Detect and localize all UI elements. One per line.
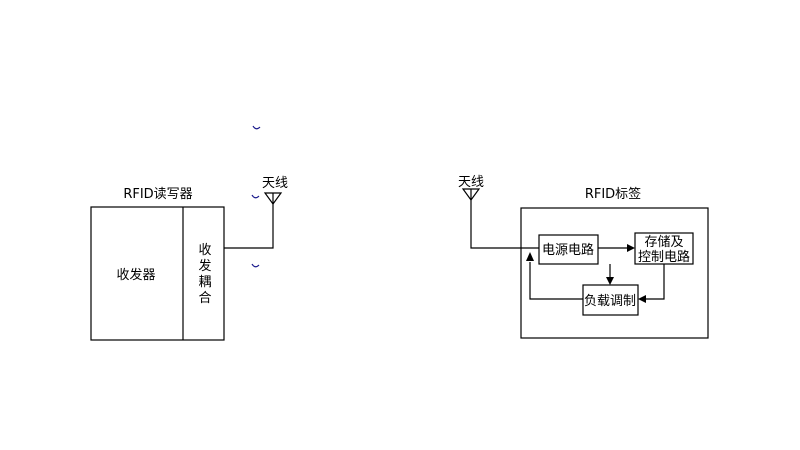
reader-box: [90, 206, 225, 341]
tag-box: [520, 207, 709, 339]
storage-control-box: [634, 232, 694, 265]
rfid-tag: RFID标签 天线 电源电路 存储及 控制电路 负载调制: [458, 175, 709, 339]
load-modulation-label: 负载调制: [584, 294, 636, 309]
storage-control-label-line2: 控制电路: [638, 249, 690, 265]
reader-antenna-wire: [224, 202, 274, 249]
modulation-feedback-arrow: [526, 252, 583, 300]
coupling-label: 收 发 耦 合: [198, 243, 211, 306]
tag-title: RFID标签: [585, 186, 641, 202]
coupling-char: 收: [198, 243, 211, 258]
stray-mark: [251, 194, 260, 199]
stray-mark: [251, 263, 260, 268]
coupling-char: 发: [198, 258, 211, 274]
power-to-storage-arrow: [598, 244, 635, 252]
stray-mark: [252, 125, 261, 130]
tag-antenna-wire: [470, 200, 539, 249]
tag-antenna-label: 天线: [458, 175, 484, 190]
tag-antenna-icon: [461, 188, 481, 202]
reader-antenna-icon: [263, 192, 283, 206]
rfid-reader: RFID读写器 收发器 收 发 耦 合 天线: [90, 176, 288, 341]
power-circuit-label: 电源电路: [542, 242, 594, 258]
power-circuit-box: [538, 234, 599, 265]
reader-title: RFID读写器: [123, 187, 192, 202]
coupling-char: 合: [198, 291, 211, 306]
coupling-char: 耦: [198, 275, 211, 290]
transceiver-label: 收发器: [116, 267, 155, 283]
load-modulation-box: [582, 284, 639, 316]
reader-antenna-label: 天线: [262, 176, 288, 191]
power-to-modulation-arrow: [606, 264, 614, 285]
storage-to-modulation-arrow: [638, 264, 665, 303]
storage-control-label-line1: 存储及: [644, 235, 683, 250]
